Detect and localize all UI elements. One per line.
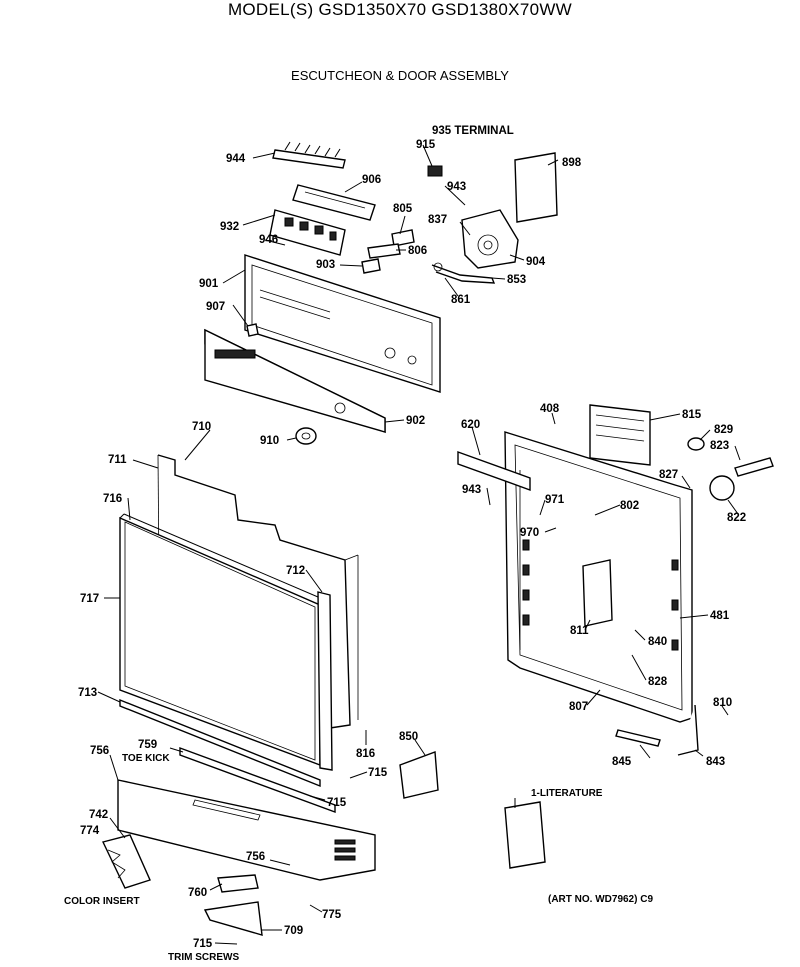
- part-760-bracket: [217, 874, 259, 893]
- art-number: (ART NO. WD7962) C9: [548, 894, 653, 905]
- callout-713: 713: [78, 687, 97, 699]
- part-906-switch-strip: [292, 184, 376, 221]
- part-898-label: [514, 152, 558, 223]
- part-822-cap: [709, 475, 735, 501]
- callout-trim-screws: TRIM SCREWS: [168, 952, 239, 963]
- callout-827: 827: [659, 469, 678, 481]
- callout-943-mid: 943: [462, 484, 481, 496]
- callout-815: 815: [682, 409, 702, 421]
- callout-742: 742: [89, 809, 108, 821]
- part-759-bracket: [179, 746, 336, 814]
- part-903: [361, 258, 381, 274]
- callout-408: 408: [540, 403, 560, 415]
- part-915-terminal: [427, 165, 443, 177]
- part-932-switch-board: [269, 209, 346, 256]
- callout-901: 901: [199, 278, 219, 290]
- part-901-escutcheon: [244, 254, 441, 393]
- callout-805: 805: [393, 203, 413, 215]
- part-literature: [504, 801, 546, 869]
- callout-711: 711: [108, 454, 127, 466]
- callout-756-top: 756: [90, 745, 109, 757]
- callout-943-top: 943: [447, 181, 466, 193]
- part-853-861-bracket: [431, 262, 496, 284]
- callout-944: 944: [226, 153, 246, 165]
- part-845: [615, 729, 661, 747]
- callout-843: 843: [706, 756, 725, 768]
- part-823-rod: [734, 457, 774, 477]
- part-910-knob: [295, 427, 317, 445]
- callout-850: 850: [399, 731, 418, 743]
- callout-902: 902: [406, 415, 425, 427]
- callout-775: 775: [322, 909, 342, 921]
- callout-971: 971: [545, 494, 565, 506]
- callout-946: 946: [259, 234, 278, 246]
- callout-845: 845: [612, 756, 632, 768]
- callout-717: 717: [80, 593, 99, 605]
- callout-620: 620: [461, 419, 480, 431]
- part-829-fitting: [687, 437, 705, 451]
- callout-802: 802: [620, 500, 639, 512]
- leader-lines: [97, 144, 741, 945]
- callout-712: 712: [286, 565, 305, 577]
- diagram-subtitle: ESCUTCHEON & DOOR ASSEMBLY: [291, 68, 509, 83]
- callout-910: 910: [260, 435, 279, 447]
- callout-970: 970: [520, 527, 539, 539]
- callout-toe-kick: TOE KICK: [122, 753, 170, 764]
- callout-715-bottom: 715: [193, 938, 213, 950]
- callout-904: 904: [526, 256, 546, 268]
- part-713-bottom-strip: [119, 698, 321, 788]
- part-815-vent: [589, 404, 651, 466]
- part-902-control-panel: [204, 328, 386, 434]
- part-774-color-insert: [102, 834, 151, 889]
- callout-906: 906: [362, 174, 381, 186]
- part-944-wire-harness: [272, 141, 346, 169]
- callout-716: 716: [103, 493, 122, 505]
- callout-840: 840: [648, 636, 667, 648]
- callout-907: 907: [206, 301, 225, 313]
- part-811-dispenser: [582, 559, 613, 627]
- callout-822: 822: [727, 512, 746, 524]
- part-712-side-strip: [317, 591, 333, 771]
- part-843: [677, 704, 699, 756]
- callout-853: 853: [507, 274, 526, 286]
- callout-710: 710: [192, 421, 211, 433]
- part-717-outer-door-panel: [119, 513, 326, 767]
- part-620-handle: [457, 451, 531, 491]
- callout-759: 759: [138, 739, 157, 751]
- part-850-bracket: [399, 751, 439, 799]
- callout-816: 816: [356, 748, 375, 760]
- callout-807: 807: [569, 701, 588, 713]
- callout-color-insert: COLOR INSERT: [64, 896, 140, 907]
- callout-811: 811: [570, 625, 589, 637]
- callout-829: 829: [714, 424, 733, 436]
- callout-828: 828: [648, 676, 668, 688]
- callout-806: 806: [408, 245, 427, 257]
- callout-756-bottom: 756: [246, 851, 265, 863]
- callout-715-upper: 715: [368, 767, 388, 779]
- diagram-title: MODEL(S) GSD1350X70 GSD1380X70WW: [227, 0, 573, 19]
- part-806: [367, 243, 401, 259]
- part-709-trim: [203, 901, 263, 936]
- callout-715-mid: 715: [327, 797, 347, 809]
- callout-709: 709: [284, 925, 303, 937]
- callout-481: 481: [710, 610, 730, 622]
- callout-837: 837: [428, 214, 447, 226]
- callout-915: 915: [416, 139, 436, 151]
- callout-823: 823: [710, 440, 729, 452]
- callout-774: 774: [80, 825, 100, 837]
- callout-903: 903: [316, 259, 335, 271]
- part-805: [391, 229, 415, 247]
- callout-760: 760: [188, 887, 207, 899]
- part-756-toe-kick-panel: [117, 779, 376, 881]
- callout-898: 898: [562, 157, 582, 169]
- callout-935-terminal: 935 TERMINAL: [432, 125, 514, 137]
- part-904-timer: [461, 209, 519, 269]
- callout-932: 932: [220, 221, 239, 233]
- callout-literature: 1-LITERATURE: [531, 788, 603, 799]
- callout-810: 810: [713, 697, 732, 709]
- callout-861: 861: [451, 294, 471, 306]
- part-907: [246, 323, 259, 337]
